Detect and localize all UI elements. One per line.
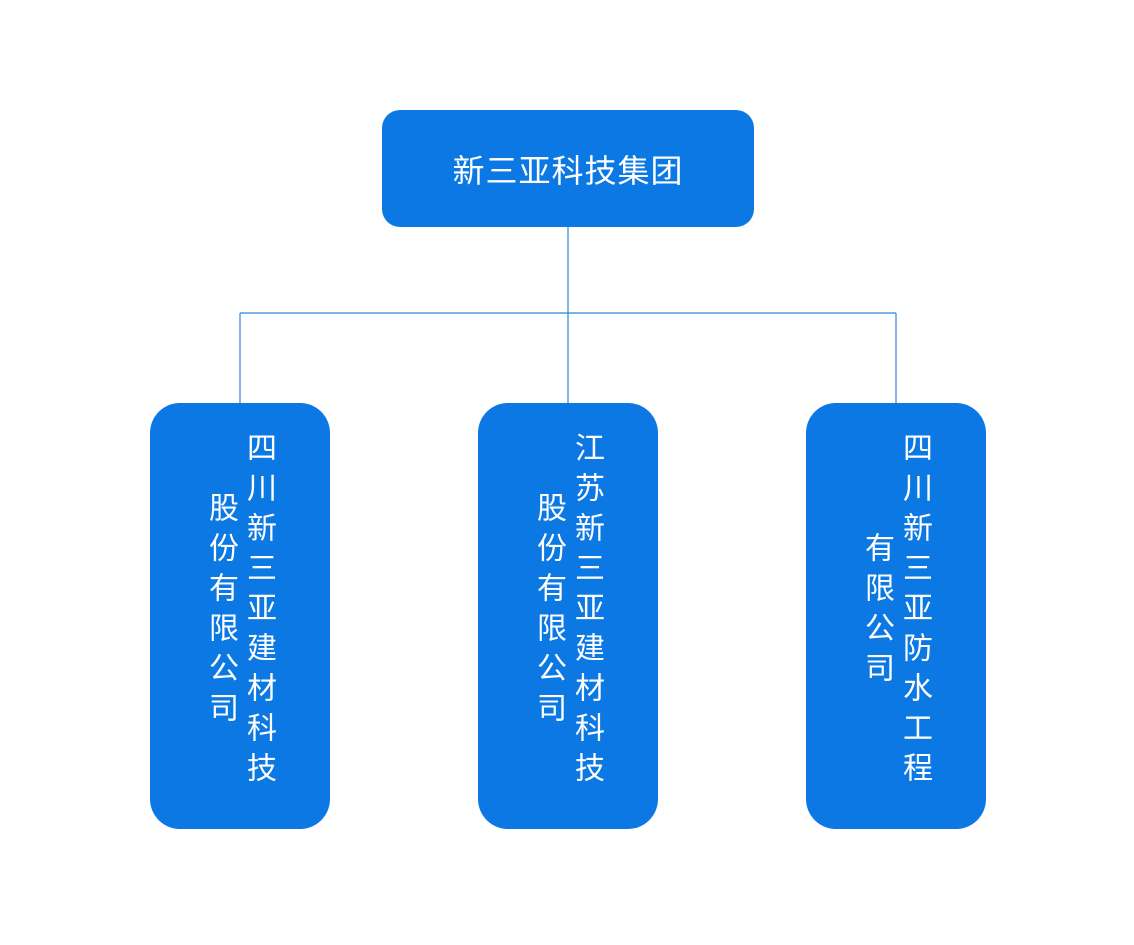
child-node-1-line-1: 四川新三亚建材科技 [241, 432, 276, 792]
child-node-2-line-1: 江苏新三亚建材科技 [569, 432, 604, 792]
child-node-2-line-2: 股份有限公司 [531, 492, 566, 732]
child-node-3: 四川新三亚防水工程 有限公司 [806, 403, 986, 829]
child-node-1-line-2: 股份有限公司 [203, 492, 238, 732]
root-node-label: 新三亚科技集团 [452, 151, 684, 190]
child-node-3-line-2: 有限公司 [859, 532, 894, 692]
root-node: 新三亚科技集团 [382, 110, 754, 227]
child-node-3-line-1: 四川新三亚防水工程 [897, 432, 932, 792]
child-node-2: 江苏新三亚建材科技 股份有限公司 [478, 403, 658, 829]
child-node-1: 四川新三亚建材科技 股份有限公司 [150, 403, 330, 829]
